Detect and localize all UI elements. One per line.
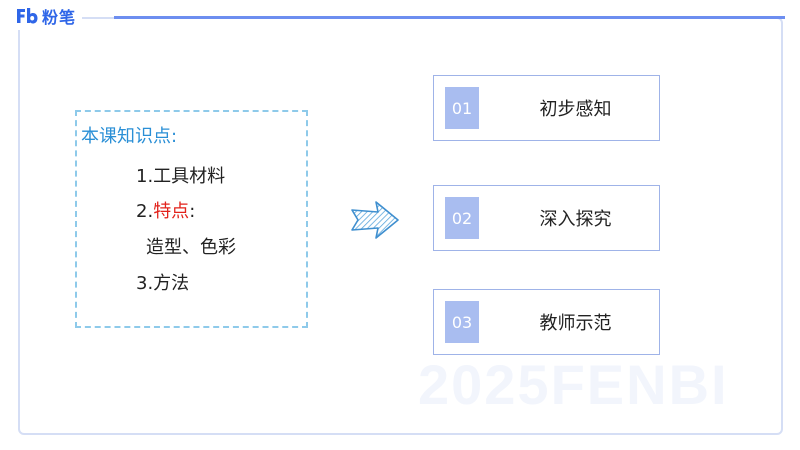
step-label: 初步感知 [539,99,612,120]
fb-logo-icon [17,8,38,24]
step-number: 01 [445,87,479,129]
point-3: 3.方法 [136,273,190,294]
brand-name: 粉笔 [42,8,77,27]
step-card-3: 03 教师示范 [433,289,660,355]
point-2-detail: 造型、色彩 [146,237,236,258]
step-number: 03 [445,301,479,343]
point-1: 1.工具材料 [136,166,226,187]
right-arrow-icon [351,201,399,239]
step-card-2: 02 深入探究 [433,185,660,251]
step-number: 02 [445,197,479,239]
step-label: 教师示范 [539,313,612,334]
frame-top-accent [114,16,785,19]
brand-logo: 粉笔 [10,2,83,30]
point-2: 2.特点: [136,197,195,223]
step-label: 深入探究 [539,209,612,230]
point-2-highlight: 特点 [153,201,190,222]
point-2-suffix: : [189,201,196,222]
watermark: 2025FENBI [418,353,729,416]
step-card-1: 01 初步感知 [433,75,660,141]
key-points-title: 本课知识点: [81,126,178,147]
point-2-prefix: 2. [136,201,154,222]
key-points-box [75,110,308,328]
